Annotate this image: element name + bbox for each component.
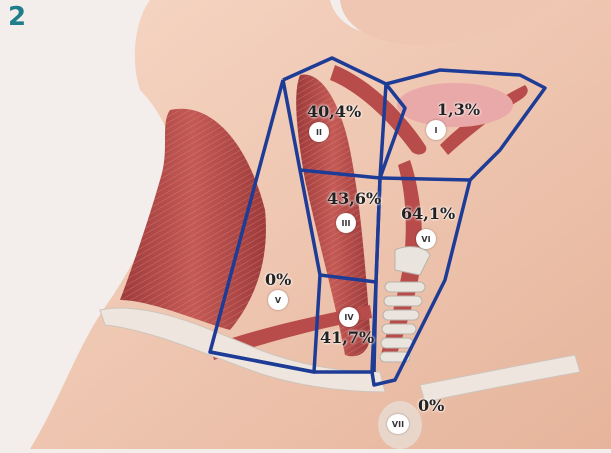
- level-v-badge: V: [268, 290, 288, 310]
- figure-number: 2: [8, 2, 26, 32]
- level-v-label: V: [275, 296, 281, 305]
- level-vi-badge: VI: [416, 229, 436, 249]
- level-iii-label: III: [342, 219, 351, 228]
- level-i-label: I: [435, 126, 438, 135]
- level-i-badge: I: [426, 120, 446, 140]
- level-vii-badge: VII: [387, 414, 409, 434]
- level-vii-percent: 0%: [418, 396, 444, 415]
- level-ii-percent: 40,4%: [307, 102, 361, 121]
- level-v-percent: 0%: [265, 270, 291, 289]
- level-i-percent: 1,3%: [437, 100, 480, 119]
- level-iv-badge: IV: [339, 307, 359, 327]
- level-iv-label: IV: [344, 313, 353, 322]
- level-ii-badge: II: [309, 122, 329, 142]
- level-iii-badge: III: [336, 213, 356, 233]
- level-vi-percent: 64,1%: [401, 204, 455, 223]
- level-ii-label: II: [316, 128, 322, 137]
- level-iii-percent: 43,6%: [327, 189, 381, 208]
- level-vii-label: VII: [392, 420, 404, 429]
- level-vi-label: VI: [421, 235, 430, 244]
- level-iv-percent: 41,7%: [320, 328, 374, 347]
